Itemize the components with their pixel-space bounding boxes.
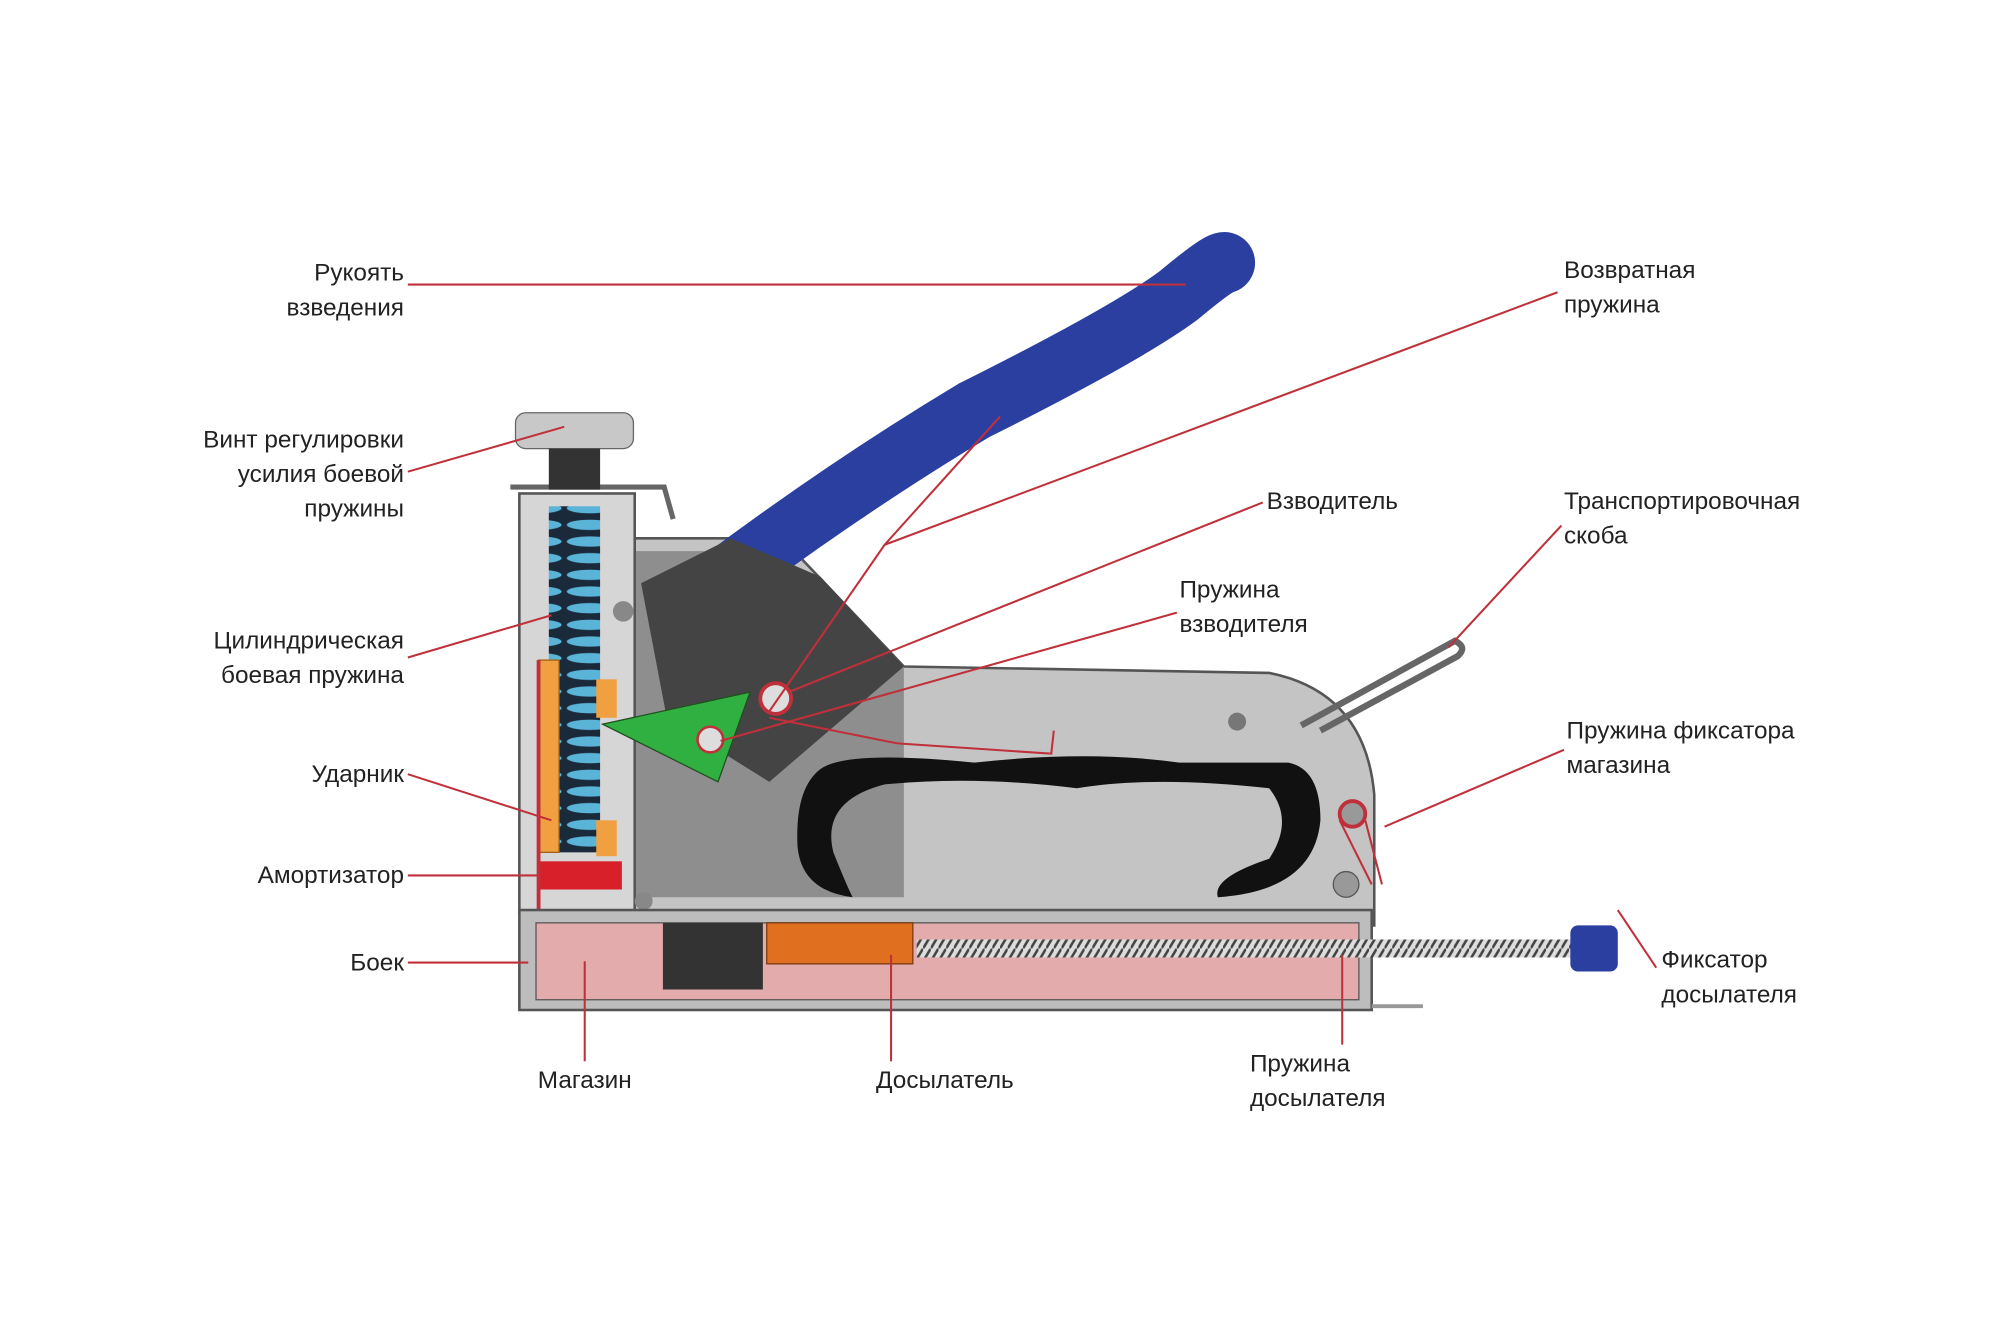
leader-lines — [407, 283, 1658, 1062]
label-cocking-handle-2: взведения — [287, 294, 404, 321]
pusher — [766, 922, 914, 965]
label-magazine-lock-spring-1: Пружина фиксатора — [1567, 717, 1796, 744]
handle-grip — [797, 756, 1321, 898]
pusher-lock — [1570, 925, 1618, 972]
label-cocker: Взводитель — [1267, 488, 1398, 515]
label-main-spring-2: боевая пружина — [221, 662, 404, 689]
label-pusher-lock-1: Фиксатор — [1661, 947, 1767, 974]
label-cocking-handle-1: Рукоять — [314, 260, 404, 287]
label-striker: Ударник — [311, 761, 404, 788]
damper — [538, 861, 622, 890]
adjust-screw-knob — [514, 412, 635, 450]
label-cocker-spring-1: Пружина — [1179, 576, 1280, 603]
label-return-spring-1: Возвратная — [1564, 257, 1695, 284]
magazine — [535, 922, 1360, 1001]
label-pusher: Досылатель — [876, 1067, 1014, 1094]
stapler-illustration — [510, 231, 1618, 1012]
label-pusher-spring-1: Пружина — [1250, 1051, 1351, 1078]
label-adjust-screw-3: пружины — [304, 496, 404, 523]
label-return-spring-2: пружина — [1564, 292, 1660, 319]
label-magazine: Магазин — [538, 1067, 632, 1094]
cocking-handle — [687, 231, 1256, 614]
label-transport-clip-2: скоба — [1564, 522, 1628, 549]
labels: Рукоять взведения Винт регулировки усили… — [203, 257, 1800, 1112]
label-firing-pin: Боек — [350, 949, 404, 976]
label-main-spring-1: Цилиндрическая — [213, 628, 404, 655]
pusher-spring — [916, 939, 1573, 958]
label-adjust-screw-1: Винт регулировки — [203, 426, 404, 453]
striker — [537, 659, 560, 853]
label-cocker-spring-2: взводителя — [1179, 611, 1307, 638]
label-magazine-lock-spring-2: магазина — [1567, 752, 1671, 779]
label-damper: Амортизатор — [258, 862, 404, 889]
label-pusher-spring-2: досылателя — [1250, 1085, 1386, 1112]
label-pusher-lock-2: досылателя — [1661, 981, 1797, 1008]
label-transport-clip-1: Транспортировочная — [1564, 488, 1800, 515]
label-adjust-screw-2: усилия боевой — [238, 461, 404, 488]
